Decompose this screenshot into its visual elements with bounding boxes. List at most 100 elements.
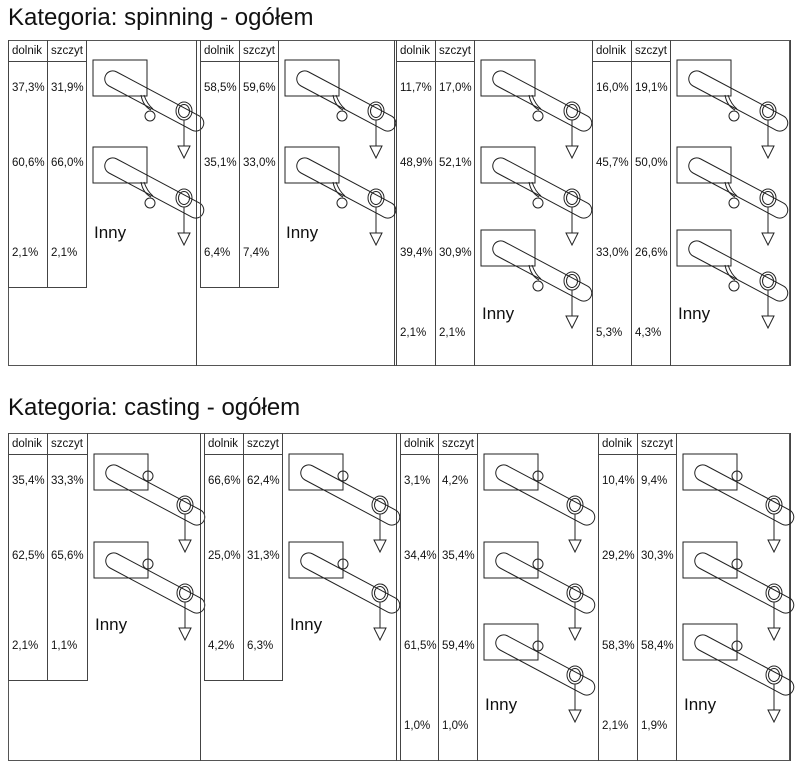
reel-icon-casting [682, 453, 795, 554]
percentage-value: 30,3% [641, 550, 674, 562]
percentage-value: 4,2% [442, 475, 469, 487]
percentage-value: 2,1% [400, 327, 427, 339]
other-label: Inny [95, 615, 128, 634]
percentage-value: 58,4% [641, 640, 674, 652]
percentage-value: 2,1% [602, 720, 629, 732]
percentage-value: 58,5% [204, 82, 237, 94]
percentage-value: 17,0% [439, 82, 472, 94]
reel-icon-casting [288, 453, 401, 554]
percentage-value: 66,0% [51, 157, 84, 169]
reel-illustration-column: Inny [87, 433, 206, 761]
other-label: Inny [485, 695, 518, 714]
reel-icon-spinning [284, 146, 397, 247]
percentage-value: 3,1% [404, 475, 431, 487]
reel-icon-spinning [284, 59, 397, 160]
reel-icon-casting [288, 541, 401, 642]
reel-icon-spinning [676, 59, 789, 160]
reel-illustration-column: Inny [474, 40, 593, 366]
percentage-value: 6,4% [204, 247, 231, 259]
percentage-value: 6,3% [247, 640, 274, 652]
column-szczyt: szczyt 4,2% 35,4% 59,4% 1,0% [438, 433, 478, 761]
other-label: Inny [678, 304, 711, 323]
column-dolnik: dolnik 58,5% 35,1% 6,4% [200, 40, 240, 288]
column-header: dolnik [201, 40, 239, 62]
reel-icon-spinning [676, 229, 789, 330]
percentage-value: 30,9% [439, 247, 472, 259]
column-header: szczyt [436, 40, 474, 62]
other-label: Inny [290, 615, 323, 634]
percentage-value: 59,4% [442, 640, 475, 652]
percentage-value: 37,3% [12, 82, 45, 94]
column-dolnik: dolnik 66,6% 25,0% 4,2% [204, 433, 244, 681]
other-label: Inny [286, 223, 319, 242]
reel-icon-casting [682, 623, 795, 724]
percentage-value: 35,4% [442, 550, 475, 562]
percentage-value: 33,0% [596, 247, 629, 259]
column-header: szczyt [439, 433, 477, 455]
percentage-value: 61,5% [404, 640, 437, 652]
reel-illustration-column: Inny [477, 433, 599, 761]
percentage-value: 7,4% [243, 247, 270, 259]
percentage-value: 45,7% [596, 157, 629, 169]
percentage-value: 59,6% [243, 82, 276, 94]
column-header: dolnik [401, 433, 438, 455]
column-header: dolnik [593, 40, 631, 62]
column-szczyt: szczyt 59,6% 33,0% 7,4% [239, 40, 279, 288]
column-header: dolnik [205, 433, 243, 455]
column-header: szczyt [244, 433, 282, 455]
percentage-value: 26,6% [635, 247, 668, 259]
reel-illustration-column: Inny [282, 433, 401, 761]
column-dolnik: dolnik 16,0% 45,7% 33,0% 5,3% [592, 40, 632, 366]
reel-icon-spinning [92, 59, 205, 160]
column-header: szczyt [638, 433, 676, 455]
percentage-value: 5,3% [596, 327, 623, 339]
reel-icon-casting [93, 541, 206, 642]
percentage-value: 31,9% [51, 82, 84, 94]
percentage-value: 35,1% [204, 157, 237, 169]
reel-icon-spinning [480, 229, 593, 330]
percentage-value: 58,3% [602, 640, 635, 652]
percentage-value: 65,6% [51, 550, 84, 562]
reel-icon-casting [483, 541, 596, 642]
percentage-value: 4,2% [208, 640, 235, 652]
reel-illustration-column: Inny [676, 433, 795, 761]
column-header: szczyt [48, 40, 86, 62]
percentage-value: 34,4% [404, 550, 437, 562]
percentage-value: 9,4% [641, 475, 668, 487]
reel-illustration-column: Inny [670, 40, 791, 366]
other-label: Inny [94, 223, 127, 242]
column-header: dolnik [9, 433, 47, 455]
reel-icon-spinning [480, 146, 593, 247]
column-header: dolnik [9, 40, 47, 62]
percentage-value: 2,1% [439, 327, 466, 339]
percentage-value: 25,0% [208, 550, 241, 562]
percentage-value: 16,0% [596, 82, 629, 94]
column-szczyt: szczyt 17,0% 52,1% 30,9% 2,1% [435, 40, 475, 366]
reel-illustration-column: Inny [278, 40, 397, 366]
percentage-value: 52,1% [439, 157, 472, 169]
reel-icon-spinning [676, 146, 789, 247]
percentage-value: 35,4% [12, 475, 45, 487]
percentage-value: 19,1% [635, 82, 668, 94]
percentage-value: 66,6% [208, 475, 241, 487]
percentage-value: 4,3% [635, 327, 662, 339]
column-header: szczyt [632, 40, 670, 62]
column-header: szczyt [240, 40, 278, 62]
percentage-value: 31,3% [247, 550, 280, 562]
percentage-value: 33,0% [243, 157, 276, 169]
reel-icon-casting [93, 453, 206, 554]
reel-icon-spinning [480, 59, 593, 160]
percentage-value: 39,4% [400, 247, 433, 259]
percentage-value: 1,0% [442, 720, 469, 732]
percentage-value: 2,1% [12, 247, 39, 259]
other-label: Inny [684, 695, 717, 714]
column-header: dolnik [599, 433, 637, 455]
column-header: dolnik [397, 40, 435, 62]
